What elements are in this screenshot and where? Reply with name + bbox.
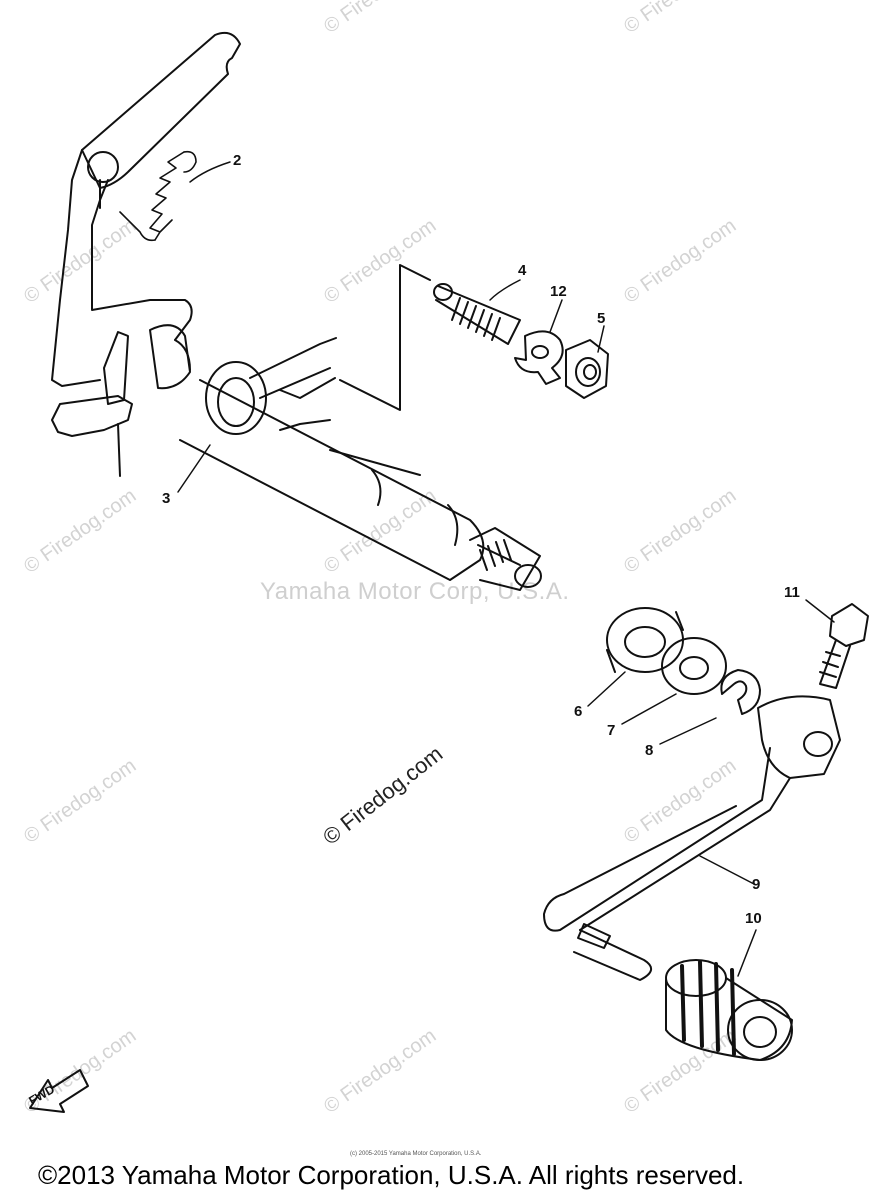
shift-arm [51, 31, 241, 477]
hex-nut [565, 339, 609, 399]
shift-pedal [543, 695, 841, 981]
plain-washer [661, 637, 727, 695]
circlip [720, 669, 761, 715]
torsion-spring [205, 337, 337, 435]
callout-2: 2 [233, 152, 242, 169]
callout-5: 5 [597, 310, 606, 327]
callout-6: 6 [574, 703, 583, 720]
copyright-footer: ©2013 Yamaha Motor Corporation, U.S.A. A… [38, 1160, 745, 1190]
oil-seal [606, 607, 684, 673]
callout-7: 7 [607, 722, 616, 739]
callout-8: 8 [645, 742, 654, 759]
callout-12: 12 [550, 283, 567, 300]
callout-10: 10 [745, 910, 762, 927]
arm-hub [149, 324, 191, 390]
callout-11: 11 [784, 584, 800, 601]
pinch-bolt [819, 603, 869, 689]
small-copyright: (c) 2005-2015 Yamaha Motor Corporation, … [350, 1151, 482, 1157]
leader-lines [177, 161, 835, 977]
fwd-arrow-icon [29, 1069, 89, 1113]
shift-shaft [179, 379, 542, 591]
callout-9: 9 [752, 876, 761, 893]
pedal-rubber [665, 959, 793, 1061]
stopper-bolt [339, 264, 521, 411]
lock-washer [514, 330, 564, 385]
return-spring [119, 150, 197, 242]
callout-3: 3 [162, 490, 171, 507]
callout-4: 4 [518, 262, 527, 279]
